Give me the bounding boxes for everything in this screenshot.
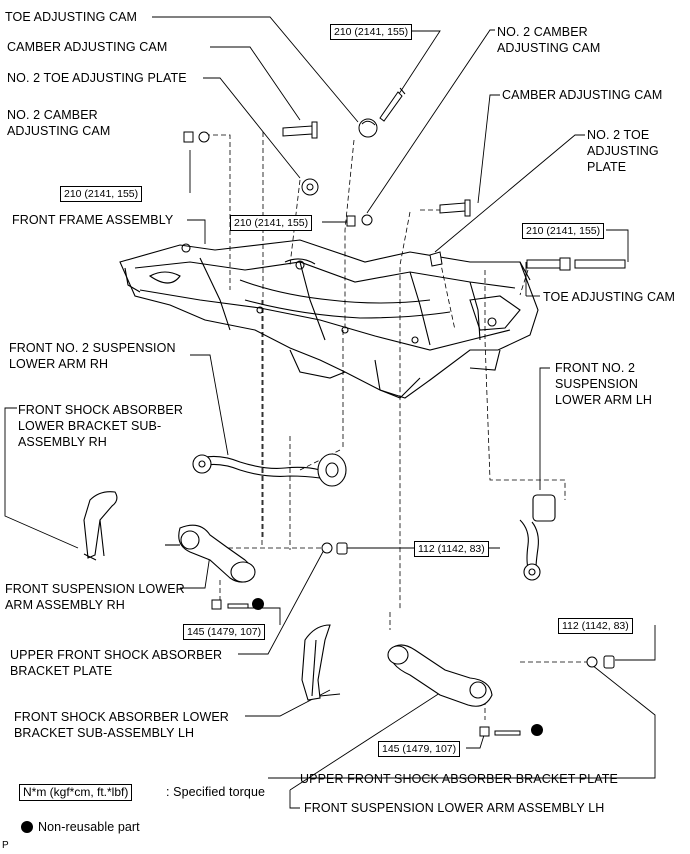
leader-lines xyxy=(4,16,656,809)
label-shock-absorber-lower-bracket-rh: FRONT SHOCK ABSORBER LOWER BRACKET SUB- … xyxy=(18,403,183,449)
torque-box-plate-nut-rh: 112 (1142, 83) xyxy=(414,541,489,557)
label-upper-shock-bracket-plate-lh: UPPER FRONT SHOCK ABSORBER BRACKET PLATE xyxy=(300,772,618,786)
torque-box-toe-cam-right: 210 (2141, 155) xyxy=(522,223,605,239)
lower-arm-rh xyxy=(165,524,256,583)
shock-bracket-lh xyxy=(301,624,341,701)
label-front-no2-suspension-lower-arm-rh: FRONT NO. 2 SUSPENSION LOWER ARM RH xyxy=(9,341,176,371)
label-no2-camber-adjusting-cam-left: NO. 2 CAMBER ADJUSTING CAM xyxy=(7,108,111,138)
legend-nonreusable-text: Non-reusable part xyxy=(38,820,140,834)
no2-lower-arm-rh xyxy=(192,453,347,487)
label-no2-camber-adjusting-cam-right: NO. 2 CAMBER ADJUSTING CAM xyxy=(497,25,601,55)
no2-lower-arm-lh xyxy=(519,494,556,581)
shock-bracket-rh xyxy=(83,491,118,561)
label-upper-shock-bracket-plate-rh: UPPER FRONT SHOCK ABSORBER BRACKET PLATE xyxy=(10,648,223,678)
nonreusable-markers xyxy=(252,598,543,736)
label-shock-absorber-lower-bracket-lh: FRONT SHOCK ABSORBER LOWER BRACKET SUB-A… xyxy=(14,710,229,740)
torque-box-plate-nut-lh: 112 (1142, 83) xyxy=(558,618,633,634)
label-toe-adjusting-cam-right: TOE ADJUSTING CAM xyxy=(543,290,676,304)
legend-nonreusable-dot-icon xyxy=(21,821,33,833)
torque-box-no2-camber-right: 210 (2141, 155) xyxy=(230,215,313,231)
label-no2-toe-adjusting-plate-right: NO. 2 TOE ADJUSTING PLATE xyxy=(587,128,659,174)
torque-box-toe-cam: 210 (2141, 155) xyxy=(330,24,413,40)
torque-box-lower-arm-lh-nut: 145 (1479, 107) xyxy=(378,741,461,757)
legend-torque-unit-box: N*m (kgf*cm, ft.*lbf) xyxy=(19,784,133,801)
label-front-suspension-lower-arm-rh: FRONT SUSPENSION LOWER ARM ASSEMBLY RH xyxy=(5,582,185,612)
torque-box-no2-camber-left: 210 (2141, 155) xyxy=(60,186,143,202)
label-no2-toe-adjusting-plate-left: NO. 2 TOE ADJUSTING PLATE xyxy=(7,71,187,85)
label-front-no2-suspension-lower-arm-lh: FRONT NO. 2 SUSPENSION LOWER ARM LH xyxy=(555,361,653,407)
small-fasteners xyxy=(183,87,626,737)
label-camber-adjusting-cam-left: CAMBER ADJUSTING CAM xyxy=(7,40,168,54)
legend-specified-torque-text: : Specified torque xyxy=(166,785,266,799)
front-frame-assembly xyxy=(119,239,539,399)
label-camber-adjusting-cam-right: CAMBER ADJUSTING CAM xyxy=(502,88,663,102)
lower-arm-lh xyxy=(387,644,493,707)
label-toe-adjusting-cam-top: TOE ADJUSTING CAM xyxy=(5,10,138,24)
torque-box-lower-arm-rh-nut: 145 (1479, 107) xyxy=(183,624,266,640)
corner-mark: P xyxy=(2,840,9,851)
label-front-frame-assembly: FRONT FRAME ASSEMBLY xyxy=(12,213,174,227)
label-front-suspension-lower-arm-lh: FRONT SUSPENSION LOWER ARM ASSEMBLY LH xyxy=(304,801,605,815)
